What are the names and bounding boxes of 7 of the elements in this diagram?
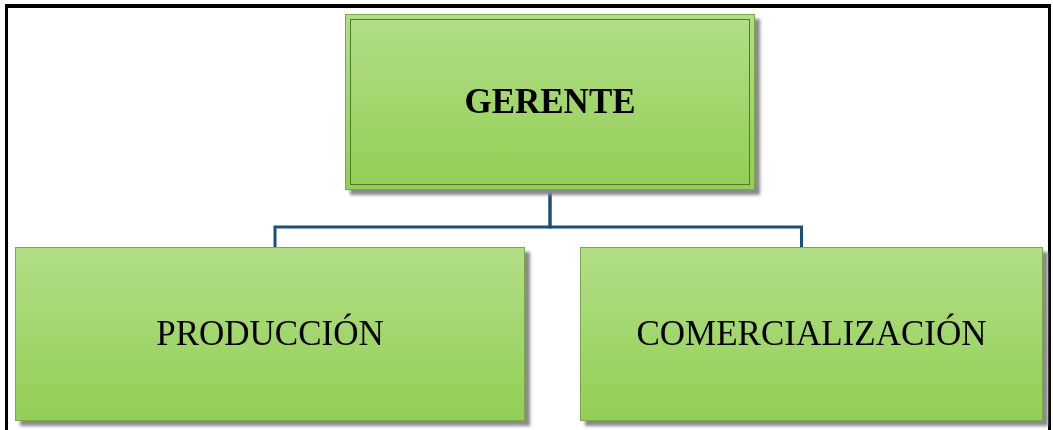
org-box — [345, 14, 755, 190]
box-label: PRODUCCIÓN — [156, 314, 384, 354]
org-box — [15, 247, 525, 421]
connector-line — [548, 190, 803, 247]
box-label: COMERCIALIZACIÓN — [636, 314, 987, 354]
box-label: GERENTE — [464, 82, 636, 122]
org-box — [580, 247, 1043, 421]
